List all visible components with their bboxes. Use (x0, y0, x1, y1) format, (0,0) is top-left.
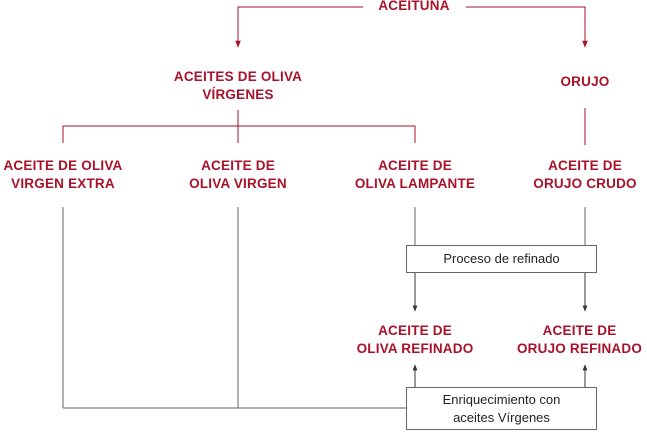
node-orujo-crudo-line2: ORUJO CRUDO (533, 176, 637, 191)
node-orujo-line1: ORUJO (560, 74, 610, 89)
node-aceite-oliva-virgen: ACEITE DE OLIVA VIRGEN (173, 157, 303, 193)
node-virgenes-line2: VÍRGENES (202, 87, 274, 102)
node-aceite-oliva-lampante: ACEITE DE OLIVA LAMPANTE (345, 157, 485, 193)
process-enriquecimiento-line1: Enriquecimiento con (442, 391, 561, 407)
node-aceite-orujo-refinado: ACEITE DE ORUJO REFINADO (512, 322, 647, 358)
node-orujo-crudo-line1: ACEITE DE (548, 158, 622, 173)
node-oliva-refinado-line1: ACEITE DE (378, 323, 452, 338)
node-aceite-orujo-crudo: ACEITE DE ORUJO CRUDO (520, 157, 647, 193)
connector-virgenes-bracket (62, 125, 416, 143)
node-virgen-line1: ACEITE DE (201, 158, 275, 173)
node-lampante-line1: ACEITE DE (378, 158, 452, 173)
node-virgen-extra-line1: ACEITE DE OLIVA (3, 158, 123, 173)
process-refinado-box: Proceso de refinado (406, 245, 597, 273)
node-virgen-extra-line2: VIRGEN EXTRA (11, 176, 115, 191)
node-lampante-line2: OLIVA LAMPANTE (354, 176, 476, 191)
node-orujo-refinado-line1: ACEITE DE (542, 323, 617, 338)
process-refinado-label: Proceso de refinado (443, 251, 560, 266)
node-virgen-line2: OLIVA VIRGEN (189, 176, 287, 191)
node-aceite-oliva-refinado: ACEITE DE OLIVA REFINADO (345, 322, 485, 358)
node-oliva-refinado-line2: OLIVA REFINADO (356, 341, 474, 356)
node-aceites-de-oliva-virgenes: ACEITES DE OLIVA VÍRGENES (148, 68, 328, 104)
node-aceituna: ACEITUNA (364, 0, 464, 15)
process-enriquecimiento-line2: aceites Vírgenes (453, 409, 550, 425)
node-orujo: ORUJO (535, 73, 635, 91)
node-aceituna-line1: ACEITUNA (378, 0, 450, 13)
process-enriquecimiento-box: Enriquecimiento con aceites Vírgenes (406, 387, 597, 430)
connector-aceituna-to-virgenes (235, 6, 363, 48)
node-orujo-refinado-line2: ORUJO REFINADO (516, 341, 643, 356)
node-aceite-oliva-virgen-extra: ACEITE DE OLIVA VIRGEN EXTRA (0, 157, 128, 193)
connector-aceituna-to-orujo (466, 6, 588, 48)
node-virgenes-line1: ACEITES DE OLIVA (173, 69, 303, 84)
